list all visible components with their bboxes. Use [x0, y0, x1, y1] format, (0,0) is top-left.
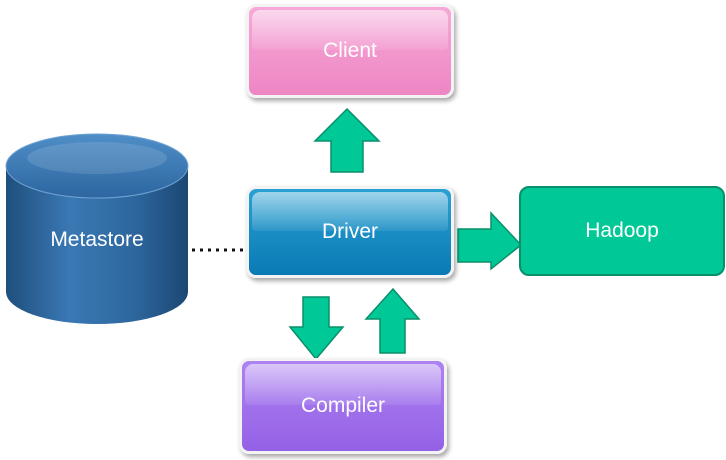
metastore-cylinder	[5, 133, 189, 324]
client-gloss	[252, 10, 448, 50]
client-node: Client	[246, 4, 454, 98]
driver-node: Driver	[246, 186, 454, 278]
client-label: Client	[323, 39, 377, 62]
arrow-driver-to-hadoop	[457, 211, 523, 271]
arrow-compiler-to-driver	[364, 287, 421, 354]
compiler-label: Compiler	[300, 394, 386, 417]
hadoop-node: Hadoop	[519, 186, 725, 276]
metastore-label: Metastore	[50, 228, 144, 251]
compiler-gloss	[245, 364, 441, 405]
driver-gloss	[252, 192, 448, 231]
driver-label: Driver	[322, 220, 378, 243]
hadoop-label: Hadoop	[585, 219, 659, 242]
arrow-driver-to-compiler	[288, 296, 345, 361]
arrow-driver-to-client	[313, 107, 381, 173]
compiler-node: Compiler	[239, 358, 447, 454]
